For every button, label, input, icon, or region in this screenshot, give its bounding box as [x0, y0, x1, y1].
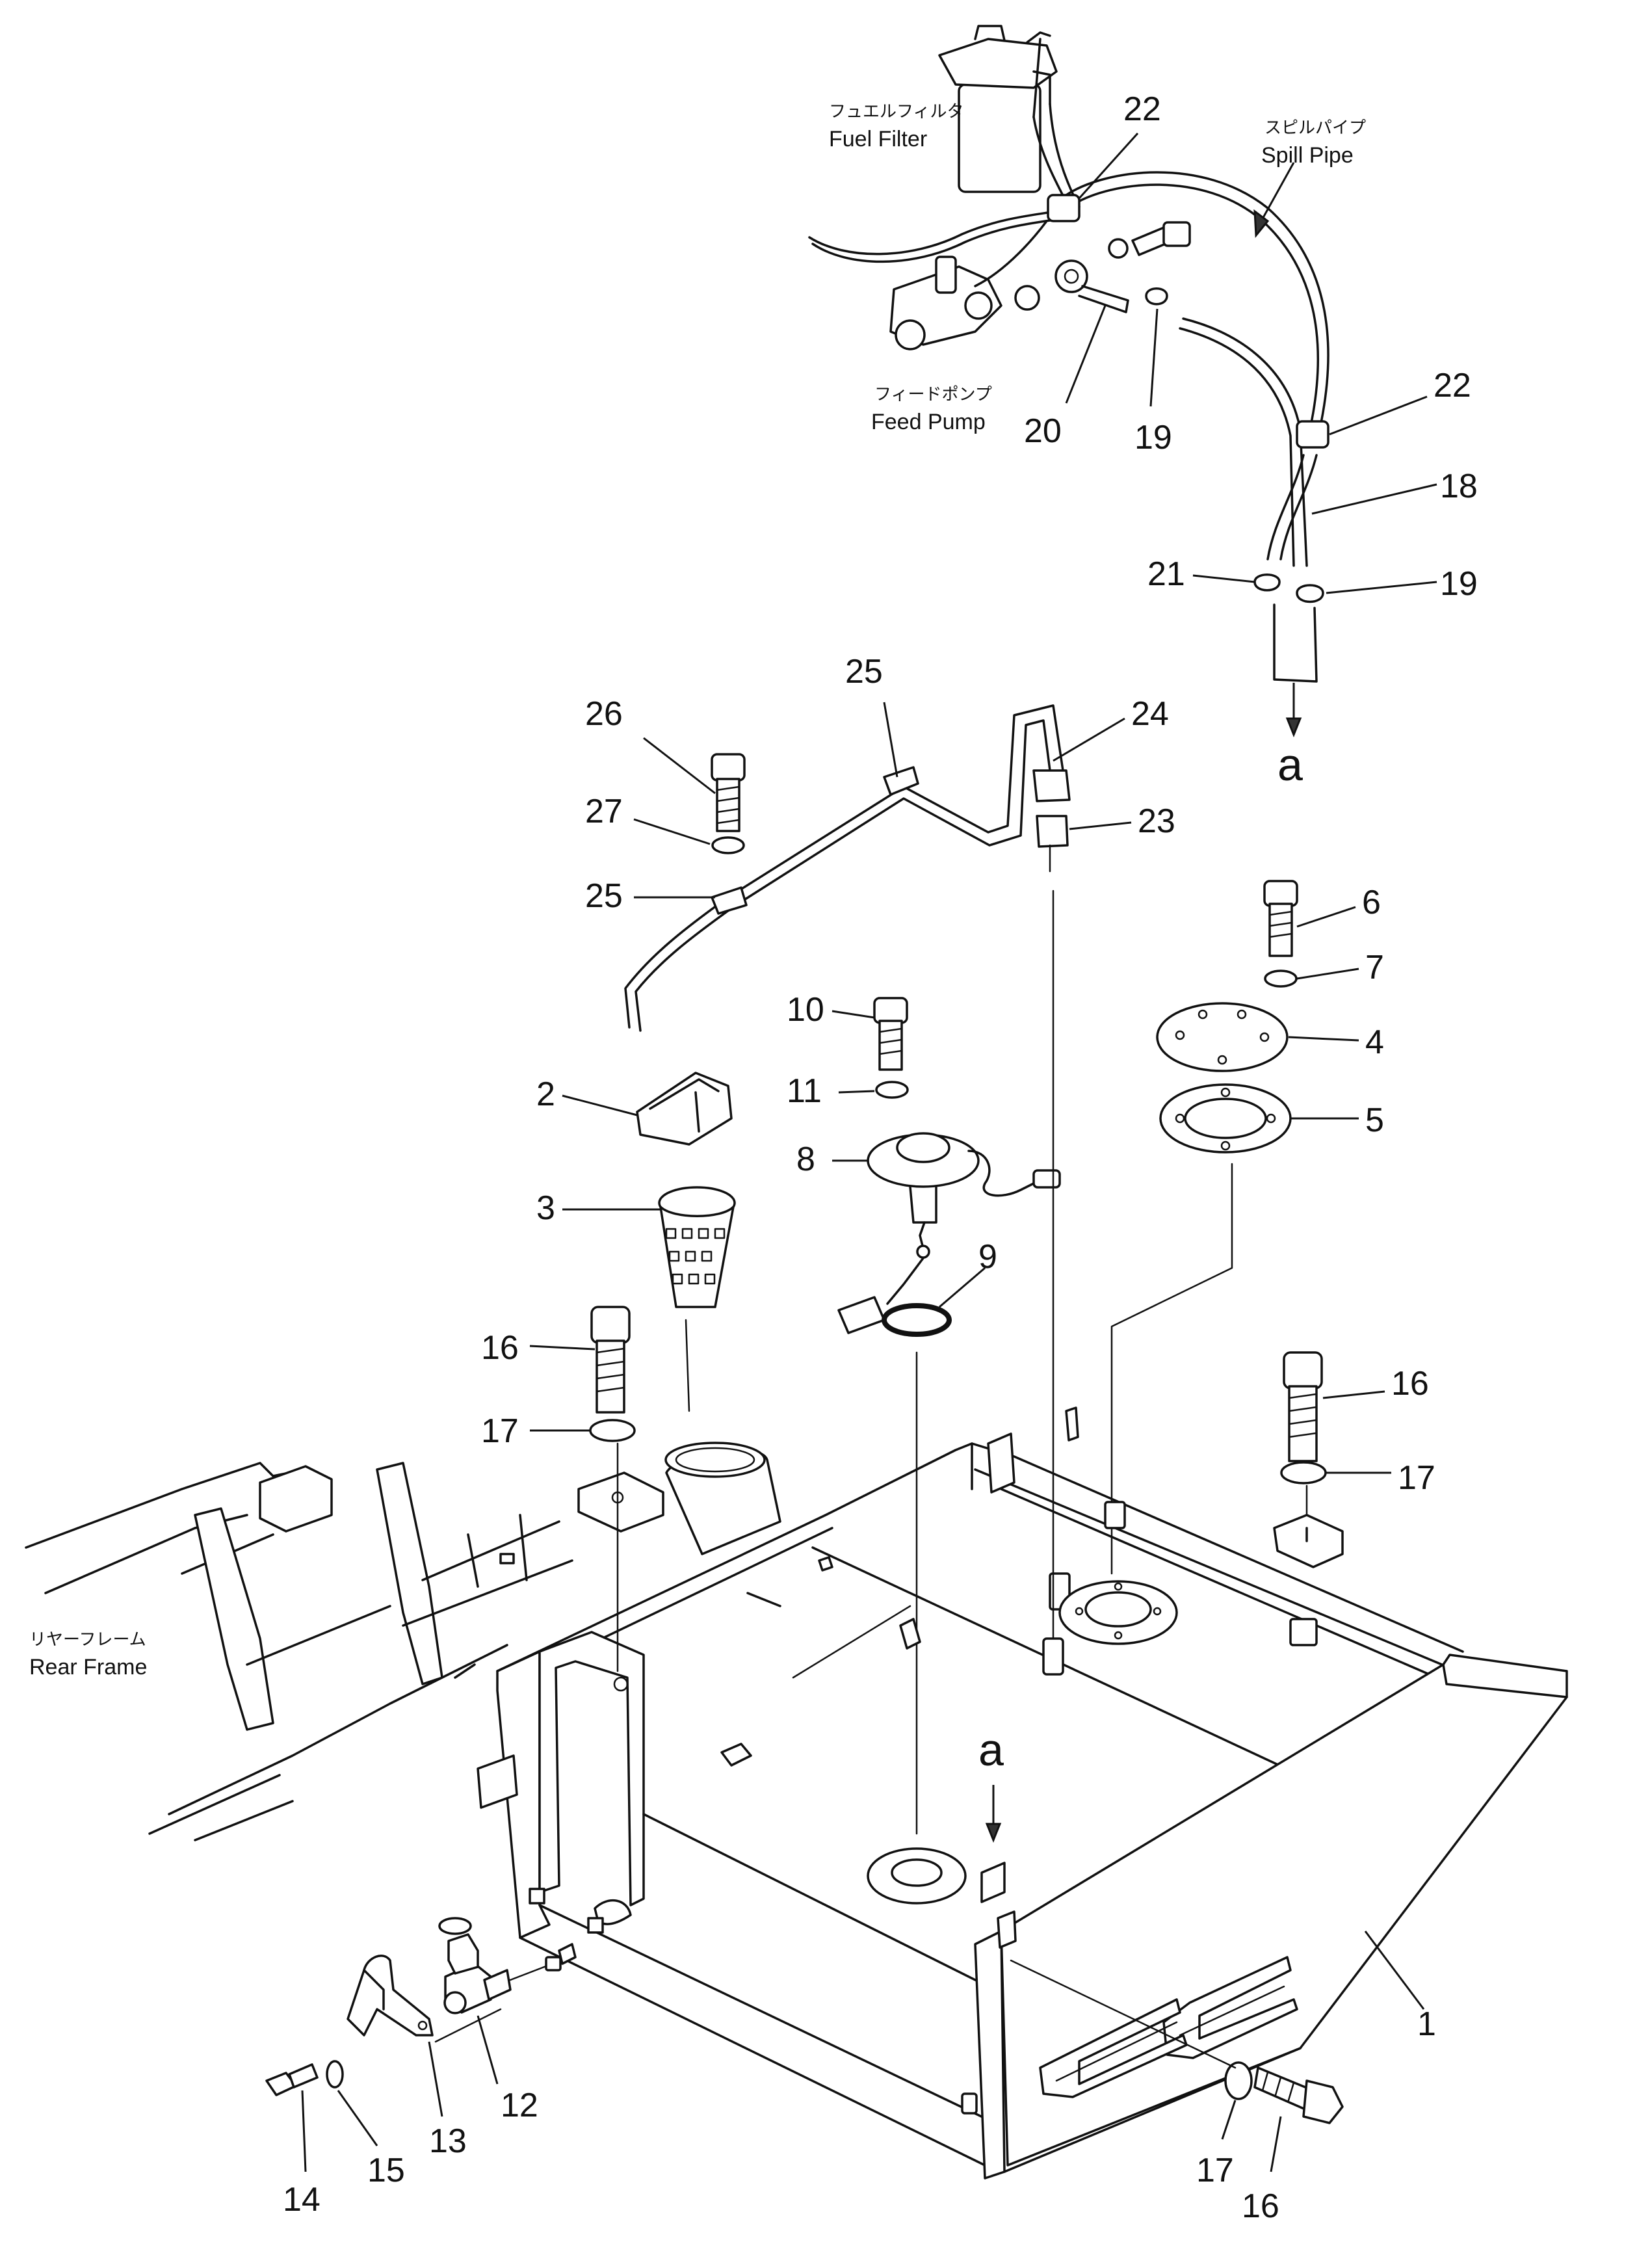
callout-12: 12 [501, 2087, 538, 2124]
cover-centerline [1110, 1163, 1233, 1575]
callout-16-bottom: 16 [1242, 2187, 1279, 2225]
cover-plate-4-drawing [1156, 1002, 1289, 1072]
fuel-lines [808, 103, 1329, 567]
callout-3: 3 [536, 1189, 555, 1227]
connection-arrow-a-bottom [985, 1785, 1002, 1843]
washer-17-bottom-drawing [1224, 2061, 1253, 2100]
callout-24: 24 [1131, 695, 1169, 733]
spill-pipe-label-en: Spill Pipe [1261, 143, 1354, 168]
callout-17-left: 17 [481, 1412, 519, 1450]
callout-1: 1 [1417, 2005, 1436, 2043]
clamp-21-19-drawings [1253, 574, 1324, 683]
feed-pump-label-en: Feed Pump [871, 410, 986, 434]
connection-label-a-bottom: a [978, 1724, 1004, 1775]
leader-lines [301, 132, 1437, 2172]
callout-26: 26 [585, 695, 623, 733]
callout-6: 6 [1362, 884, 1381, 921]
callout-23: 23 [1138, 802, 1175, 840]
connection-arrow-a-top [1285, 683, 1302, 738]
drain-valve-12-drawing [438, 1917, 554, 2014]
callout-2: 2 [536, 1075, 555, 1113]
rear-frame-label-jp: リヤーフレーム [29, 1629, 146, 1649]
washer-15-drawing [326, 2060, 344, 2089]
callout-10: 10 [787, 991, 824, 1029]
guard-bracket-13-drawing [347, 1955, 502, 2043]
callout-22-right: 22 [1434, 367, 1471, 404]
washer-17-left-drawing [589, 1419, 636, 1442]
callout-18: 18 [1440, 468, 1478, 505]
callout-22-top: 22 [1123, 90, 1161, 128]
fuel-filter-label-jp: フュエルフィルタ [829, 101, 963, 121]
bolt-16-right-drawing [1283, 1351, 1323, 1462]
callout-4: 4 [1365, 1023, 1384, 1061]
callout-16-left: 16 [481, 1329, 519, 1367]
callout-17-bottom: 17 [1196, 2152, 1234, 2189]
callout-9: 9 [978, 1238, 997, 1276]
callout-21: 21 [1147, 555, 1185, 593]
bolt-14-drawing [265, 2063, 319, 2096]
callout-11: 11 [787, 1072, 822, 1110]
callout-15: 15 [367, 2152, 405, 2189]
callout-7: 7 [1365, 949, 1384, 986]
clamp-22-drawings [1047, 194, 1329, 449]
callout-8: 8 [796, 1141, 815, 1178]
rear-frame-label-en: Rear Frame [29, 1655, 147, 1680]
strainer-3-drawing [658, 1186, 736, 1308]
washer-17-right-drawing [1280, 1461, 1327, 1484]
spill-pipe-label-jp: スピルパイプ [1264, 118, 1366, 137]
washer-7-drawing [1264, 969, 1298, 988]
component-labels: フュエルフィルタ Fuel Filter スピルパイプ Spill Pipe フ… [29, 101, 1366, 1775]
washer-27-drawing [711, 836, 745, 854]
feed-pump-label-jp: フィードポンプ [874, 384, 992, 404]
fuel-return-pipe-drawing [624, 704, 1071, 1032]
plugs-near-valve-drawing [545, 1943, 577, 1971]
callout-20: 20 [1024, 412, 1062, 450]
callout-25-top: 25 [845, 653, 883, 691]
fuel-filter-label-en: Fuel Filter [829, 127, 927, 152]
bolt-16-bottom-drawing [1010, 1959, 1344, 2124]
fuel-tank-1-drawing [477, 1406, 1568, 2180]
callout-13: 13 [429, 2122, 467, 2160]
bolt-10-drawing [873, 997, 908, 1071]
connection-label-a-top: a [1277, 739, 1303, 790]
bolt-26-drawing [711, 753, 746, 832]
callout-25-left: 25 [585, 877, 623, 915]
gasket-5-drawing [1159, 1083, 1292, 1154]
callout-14: 14 [283, 2181, 321, 2219]
o-ring-9-drawing [882, 1303, 952, 1337]
callout-5: 5 [1365, 1101, 1384, 1139]
washer-11-drawing [875, 1081, 909, 1099]
feed-pump-drawing [889, 220, 1048, 350]
fuel-level-sender-8-drawing [837, 1132, 1061, 1334]
callout-19-right: 19 [1440, 565, 1478, 603]
part-callouts: 1 2 3 4 5 6 7 8 9 10 11 12 13 14 15 16 1… [283, 90, 1478, 2225]
callout-16-right: 16 [1391, 1365, 1429, 1403]
fuel-filter-drawing [938, 25, 1058, 193]
bolt-6-drawing [1263, 880, 1298, 957]
strainer-centerline [685, 1319, 690, 1412]
bolt-16-left-drawing [590, 1306, 631, 1414]
banjo-fitting-20-drawing [1014, 221, 1191, 313]
hose-clamp-19-top [1145, 287, 1168, 306]
callout-19-top: 19 [1134, 419, 1172, 456]
filler-cap-2-drawing [636, 1072, 733, 1146]
callout-17-right: 17 [1398, 1459, 1435, 1497]
rear-frame-drawing [25, 1462, 573, 1841]
callout-27: 27 [585, 793, 623, 830]
